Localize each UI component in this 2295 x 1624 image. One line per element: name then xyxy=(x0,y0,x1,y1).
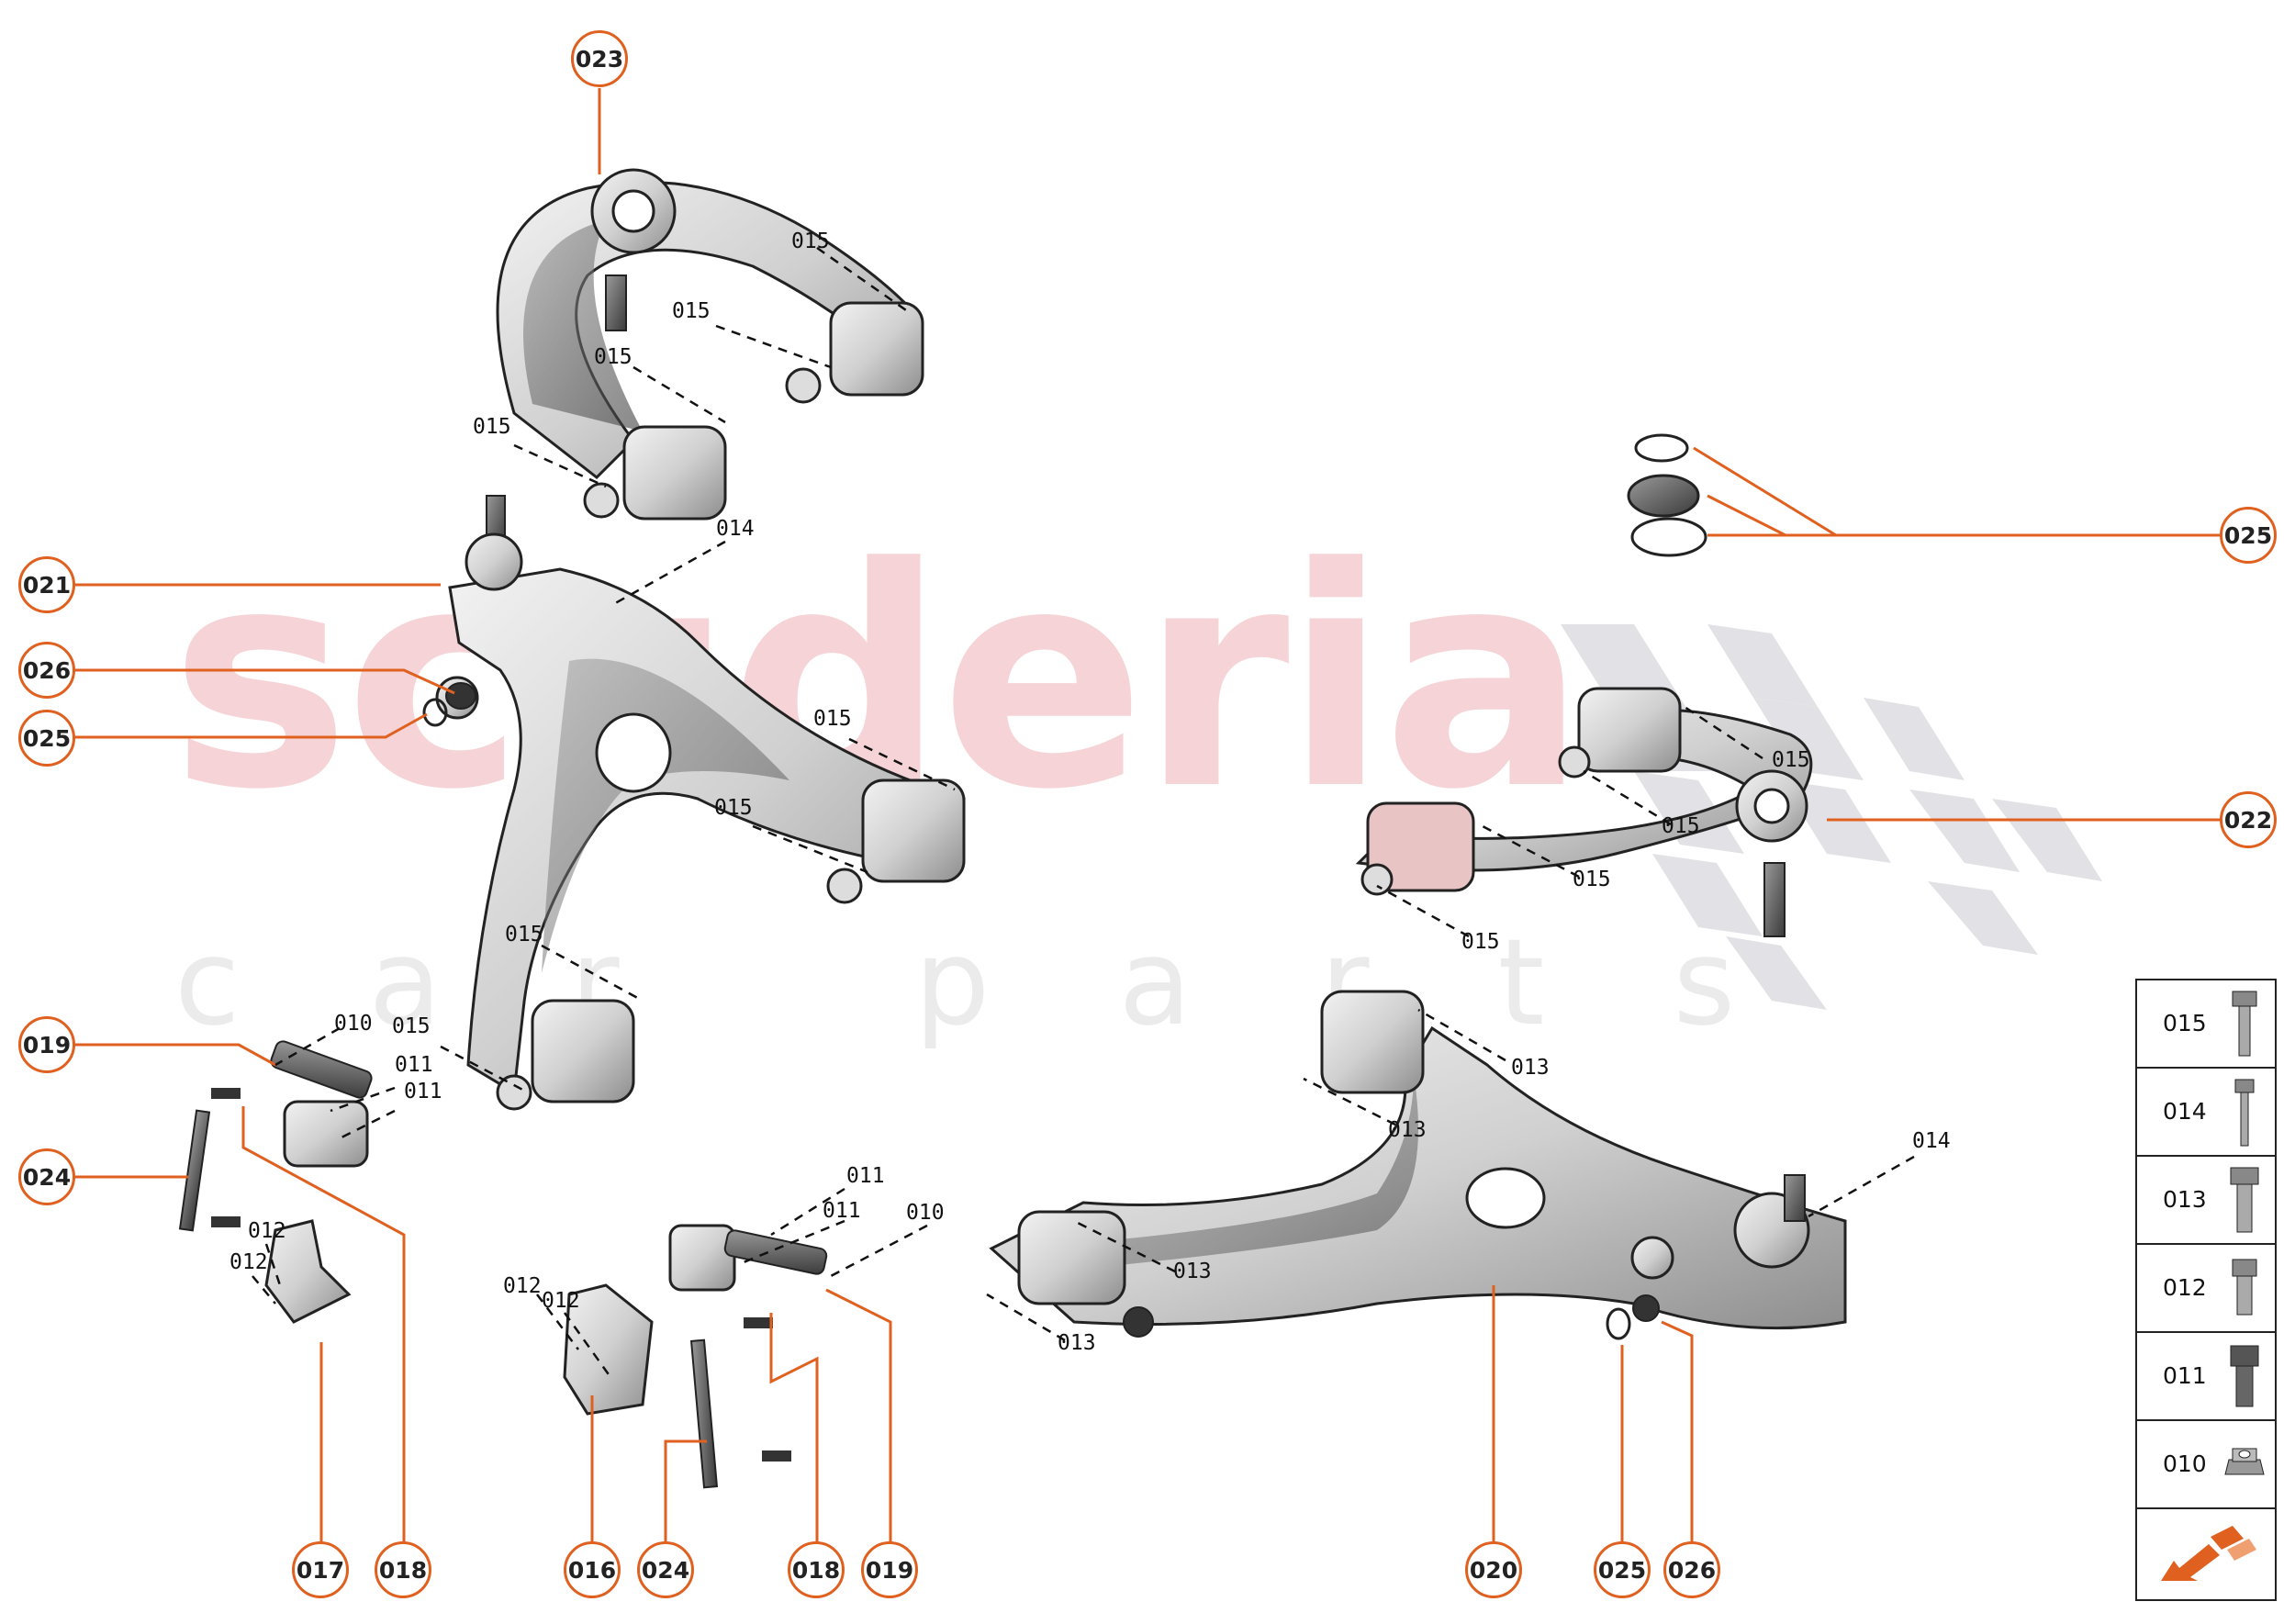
legend-code: 011 xyxy=(2163,1362,2207,1389)
label-015-right-d: 015 xyxy=(1461,930,1500,954)
flange-bolt-icon xyxy=(2230,1167,2259,1233)
label-015-right-b: 015 xyxy=(1662,814,1700,838)
label-015-b: 015 xyxy=(672,299,711,323)
legend-row-011[interactable]: 011 xyxy=(2137,1333,2275,1421)
label-011-center-a: 011 xyxy=(846,1164,885,1188)
callout-leader-lines xyxy=(73,88,2222,1544)
orange-arrow-icon xyxy=(2161,1526,2256,1581)
dark-bolt-icon xyxy=(2230,1345,2259,1407)
checker-flag-pattern xyxy=(1561,624,2102,1010)
legend-code: 010 xyxy=(2163,1450,2207,1477)
label-012-left-a: 012 xyxy=(248,1219,286,1243)
label-011-left-a: 011 xyxy=(395,1053,433,1077)
callout-019[interactable]: 019 xyxy=(18,1016,75,1073)
callout-023[interactable]: 023 xyxy=(571,30,628,87)
legend-row-010[interactable]: 010 xyxy=(2137,1421,2275,1509)
label-013-a: 013 xyxy=(1511,1056,1550,1080)
label-013-c: 013 xyxy=(1173,1260,1212,1283)
lower-right-control-arm xyxy=(989,990,1847,1338)
callout-016[interactable]: 016 xyxy=(564,1541,621,1598)
callout-025[interactable]: 025 xyxy=(18,710,75,767)
label-014-left: 014 xyxy=(716,517,755,541)
label-011-left-b: 011 xyxy=(404,1080,442,1103)
callout-022[interactable]: 022 xyxy=(2220,791,2277,848)
label-013-d: 013 xyxy=(1058,1331,1096,1355)
callout-018-center[interactable]: 018 xyxy=(788,1541,845,1598)
callout-025-right[interactable]: 025 xyxy=(2220,507,2277,564)
label-015-a: 015 xyxy=(791,230,830,253)
legend-code: 012 xyxy=(2163,1274,2207,1301)
legend-code: 014 xyxy=(2163,1098,2207,1125)
label-013-b: 013 xyxy=(1388,1118,1427,1142)
callout-026-bottom[interactable]: 026 xyxy=(1663,1541,1720,1598)
label-012-center-a: 012 xyxy=(503,1274,542,1298)
legend-row-015[interactable]: 015 xyxy=(2137,980,2275,1069)
legend-code: 015 xyxy=(2163,1010,2207,1036)
left-sensor-group xyxy=(178,1040,373,1324)
seal-kit xyxy=(422,433,1707,1340)
slim-bolt-icon xyxy=(2234,1079,2255,1147)
callout-025-bottom[interactable]: 025 xyxy=(1594,1541,1651,1598)
label-014-right: 014 xyxy=(1912,1129,1951,1153)
upper-left-wishbone xyxy=(496,168,924,521)
dashed-leader-lines xyxy=(252,246,1915,1378)
legend-row-014[interactable]: 014 xyxy=(2137,1069,2275,1157)
label-015-g: 015 xyxy=(505,923,543,946)
watermark-subtitle: car parts xyxy=(174,913,1864,1052)
callout-024[interactable]: 024 xyxy=(18,1148,75,1205)
label-015-c: 015 xyxy=(594,345,633,369)
long-bolt-icon xyxy=(2232,991,2257,1057)
callout-018[interactable]: 018 xyxy=(375,1541,431,1598)
flange-nut-icon xyxy=(2224,1448,2265,1475)
legend-row-012[interactable]: 012 xyxy=(2137,1245,2275,1333)
callout-019-center[interactable]: 019 xyxy=(861,1541,918,1598)
callout-020[interactable]: 020 xyxy=(1465,1541,1522,1598)
callout-024-center[interactable]: 024 xyxy=(637,1541,694,1598)
label-010-left: 010 xyxy=(334,1012,373,1036)
upper-right-wishbone xyxy=(1355,687,1813,937)
label-015-e: 015 xyxy=(813,707,852,731)
legend-nav-button[interactable] xyxy=(2137,1509,2275,1599)
lower-left-control-arm xyxy=(435,495,966,1111)
center-sensor-group xyxy=(563,1224,828,1489)
label-015-right-a: 015 xyxy=(1772,748,1810,772)
label-015-h: 015 xyxy=(392,1014,431,1038)
callout-017[interactable]: 017 xyxy=(292,1541,349,1598)
label-015-d: 015 xyxy=(473,415,511,439)
label-015-f: 015 xyxy=(714,796,753,820)
label-010-center: 010 xyxy=(906,1201,945,1225)
legend-row-013[interactable]: 013 xyxy=(2137,1157,2275,1245)
callout-026[interactable]: 026 xyxy=(18,642,75,699)
label-012-left-b: 012 xyxy=(230,1250,268,1274)
parts-legend-table: 015 014 013 012 xyxy=(2135,979,2277,1601)
label-011-center-b: 011 xyxy=(823,1199,861,1223)
label-015-right-c: 015 xyxy=(1573,868,1611,891)
label-012-center-b: 012 xyxy=(542,1289,580,1313)
short-bolt-icon xyxy=(2232,1259,2257,1316)
legend-code: 013 xyxy=(2163,1186,2207,1213)
callout-021[interactable]: 021 xyxy=(18,556,75,613)
